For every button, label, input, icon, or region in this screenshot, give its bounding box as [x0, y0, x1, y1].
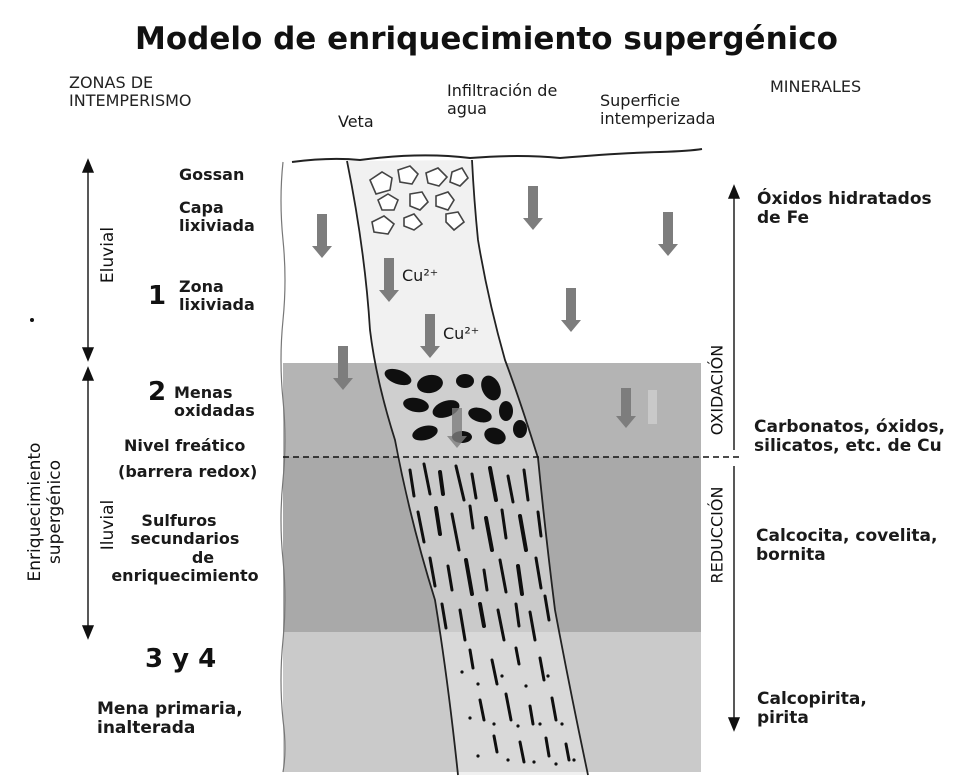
zone-3-4-number: 3 y 4 — [145, 644, 217, 674]
zones-header-line1: ZONAS DE — [69, 73, 154, 92]
minerals-iron-oxides-line2: de Fe — [757, 208, 810, 229]
minerals-copper-oxides-line2: silicatos, etc. de Cu — [754, 436, 942, 457]
oxidized-ores-line1: Menas — [174, 383, 233, 402]
minerals-iron-oxides: Óxidos hidratados de Fe — [757, 189, 932, 229]
zone-1-number: 1 — [148, 281, 167, 311]
water-infiltration-label: Infiltración de agua — [447, 82, 557, 118]
water-table-label: Nivel freático — [124, 436, 246, 455]
minerals-primary-sulfides-line2: pirita — [757, 708, 809, 729]
zones-header-line2: INTEMPERISMO — [69, 90, 192, 110]
vein-wall-left — [346, 160, 459, 776]
supergene-enrichment-label: Enriquecimiento supergénico — [25, 443, 65, 582]
stray-dot — [30, 318, 34, 322]
secondary-sulfides-line4: enriquecimiento — [111, 566, 259, 586]
down-arrow — [648, 390, 657, 424]
reduction-label: REDUCCIÓN — [707, 486, 727, 584]
vein-label: Veta — [338, 112, 374, 131]
minerals-copper-oxides-line1: Carbonatos, óxidos, — [754, 417, 945, 437]
minerals-secondary-sulfides: Calcocita, covelita, bornita — [756, 526, 938, 566]
down-arrow — [312, 214, 332, 258]
oxidized-ores-label: Menas oxidadas — [174, 384, 255, 420]
oxidation-label: OXIDACIÓN — [707, 344, 727, 436]
oxidized-ores-line2: oxidadas — [174, 400, 255, 420]
zones-header: ZONAS DE INTEMPERISMO — [69, 74, 192, 110]
weathered-surface-line2: intemperizada — [600, 108, 716, 128]
secondary-sulfide-streaks — [408, 462, 551, 642]
zone-2-number: 2 — [148, 377, 167, 407]
vein-wall-right — [471, 159, 589, 776]
secondary-sulfides-line2: secundarios — [130, 529, 240, 549]
page-title: Modelo de enriquecimiento supergénico — [135, 21, 838, 57]
secondary-sulfides-label: Sulfuros secundarios de enriquecimiento — [100, 511, 270, 586]
leached-cap-line2: lixiviada — [179, 215, 255, 235]
minerals-copper-oxides: Carbonatos, óxidos, silicatos, etc. de C… — [754, 417, 945, 457]
minerals-secondary-sulfides-line2: bornita — [756, 545, 826, 566]
water-infiltration-line1: Infiltración de — [447, 81, 558, 100]
gossan-fragments — [369, 165, 470, 235]
primary-ore-line2: inalterada — [97, 718, 196, 739]
primary-ore-line1: Mena primaria, — [97, 699, 243, 719]
gossan-label: Gossan — [179, 165, 245, 184]
minerals-primary-sulfides: Calcopirita, pirita — [757, 689, 867, 729]
down-arrow — [447, 408, 467, 448]
copper-ion-label-2: Cu²⁺ — [443, 324, 480, 343]
copper-ion-label: Cu²⁺ — [402, 266, 439, 285]
secondary-sulfides-line1: Sulfuros — [141, 511, 217, 530]
leached-cap-label: Capa lixiviada — [179, 199, 255, 235]
weathered-surface-line — [291, 148, 703, 163]
minerals-iron-oxides-line1: Óxidos hidratados — [757, 189, 932, 209]
leached-zone-label: Zona lixiviada — [179, 278, 255, 314]
left-boundary-line — [280, 161, 286, 773]
leached-zone-line1: Zona — [179, 277, 224, 296]
left-axis-arrows — [81, 158, 95, 640]
minerals-primary-sulfides-line1: Calcopirita, — [757, 689, 867, 709]
primary-ore-label: Mena primaria, inalterada — [97, 699, 243, 739]
minerals-secondary-sulfides-line1: Calcocita, covelita, — [756, 526, 938, 546]
minerals-header: MINERALES — [770, 77, 862, 96]
eluvial-label: Eluvial — [98, 226, 118, 284]
down-arrow — [561, 288, 581, 332]
down-arrow — [523, 186, 543, 230]
redox-barrier-label: (barrera redox) — [118, 462, 258, 481]
primary-ore-streaks — [468, 646, 571, 764]
leached-cap-line1: Capa — [179, 198, 224, 217]
leached-zone-line2: lixiviada — [179, 294, 255, 314]
primary-ore-specks — [460, 670, 576, 766]
secondary-sulfides-line3: de — [191, 547, 215, 567]
down-arrow — [616, 388, 636, 428]
redox-axis-arrows — [727, 184, 741, 732]
down-arrow — [420, 314, 440, 358]
down-arrow — [658, 212, 678, 256]
infiltration-arrows — [312, 186, 678, 448]
water-infiltration-line2: agua — [447, 98, 487, 118]
supergene-enrichment-line1: Enriquecimiento — [25, 442, 45, 582]
supergene-enrichment-line2: supergénico — [45, 459, 65, 565]
vein-body — [347, 160, 588, 775]
weathered-surface-line1: Superficie — [600, 91, 681, 110]
down-arrow — [379, 258, 399, 302]
weathered-surface-label: Superficie intemperizada — [600, 92, 715, 128]
down-arrow — [333, 346, 353, 390]
